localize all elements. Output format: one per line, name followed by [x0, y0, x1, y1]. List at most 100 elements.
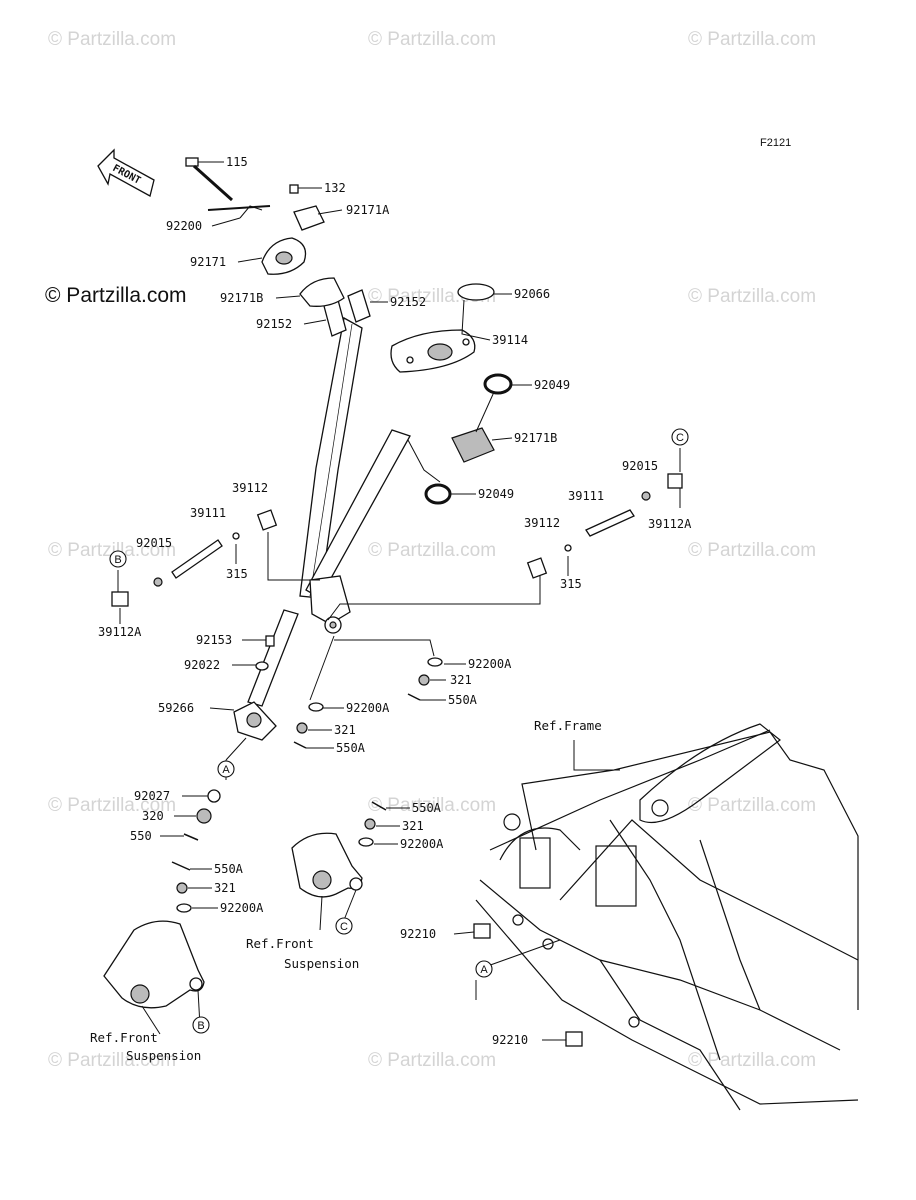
- cap-92066: [457, 283, 495, 301]
- label-92171: 92171: [190, 255, 226, 269]
- label-92200A-2: 92200A: [346, 701, 390, 715]
- washer-92200A-1: [427, 657, 443, 667]
- label-92200A-1: 92200A: [468, 657, 512, 671]
- watermark-1: © Partzilla.com: [48, 29, 176, 50]
- nut-320: [196, 808, 212, 824]
- label-39111-right: 39111: [568, 489, 604, 503]
- watermark-12: © Partzilla.com: [688, 795, 816, 816]
- knuckle-b: [103, 920, 205, 1009]
- ref-front-suspension-1-line1: Ref.Front: [246, 936, 314, 951]
- pin-550: [183, 833, 199, 841]
- bearing-housing-59266: [233, 701, 277, 741]
- callout-a-1-label: A: [222, 764, 230, 776]
- label-321-3: 321: [214, 881, 236, 895]
- label-92200: 92200: [166, 219, 202, 233]
- nut-92015-left: [153, 577, 163, 587]
- ref-frame: Ref.Frame: [534, 718, 602, 733]
- tie-rod-right-39111: [585, 509, 635, 537]
- label-92171B-right: 92171B: [514, 431, 557, 445]
- watermark-2: © Partzilla.com: [368, 29, 496, 50]
- label-92152-left: 92152: [256, 317, 292, 331]
- label-550A-2: 550A: [336, 741, 366, 755]
- label-92210-2: 92210: [492, 1033, 528, 1047]
- callout-b-1-label: B: [114, 554, 121, 566]
- washer-92022: [255, 661, 269, 671]
- label-39112-right: 39112: [524, 516, 560, 530]
- label-92171A: 92171A: [346, 203, 390, 217]
- label-92049-top: 92049: [534, 378, 570, 392]
- label-315-right: 315: [560, 577, 582, 591]
- label-321-1: 321: [450, 673, 472, 687]
- ref-front-suspension-2-line2: Suspension: [126, 1048, 201, 1063]
- watermark-11: © Partzilla.com: [368, 795, 496, 816]
- ref-front-suspension-1-line2: Suspension: [284, 956, 359, 971]
- tie-rod-end-39112-left: [256, 509, 278, 531]
- bracket-92210-1: [473, 923, 491, 939]
- pin-550A-3: [171, 861, 191, 871]
- label-321-4: 321: [402, 819, 424, 833]
- callout-circles: A A B B C C: [109, 428, 689, 1034]
- watermark-8: © Partzilla.com: [368, 540, 496, 561]
- label-92153: 92153: [196, 633, 232, 647]
- callout-b-2-label: B: [197, 1020, 204, 1032]
- shaft-yoke: [309, 575, 351, 625]
- label-92171B-left: 92171B: [220, 291, 263, 305]
- oring-92049-bottom: [424, 483, 452, 505]
- callout-a-2-label: A: [480, 964, 488, 976]
- watermark-14: © Partzilla.com: [368, 1050, 496, 1071]
- watermark-main: © Partzilla.com: [45, 284, 187, 307]
- label-550A-4: 550A: [412, 801, 442, 815]
- label-39112A-left: 39112A: [98, 625, 142, 639]
- callout-b-1: [109, 550, 127, 568]
- part-labels: 115 132 92171A 92200 92171 92171B 92152 …: [98, 155, 692, 1047]
- reference-labels: Ref.Frame Ref.Front Suspension Ref.Front…: [90, 718, 602, 1063]
- washer-92200A-3: [176, 903, 192, 913]
- tie-rod-left-39111: [171, 539, 223, 579]
- watermark-7: © Partzilla.com: [48, 540, 176, 561]
- clamp-92171B-lower: [451, 427, 495, 463]
- tie-rod-end-39112A-left: [111, 591, 129, 607]
- leader-lines: [117, 161, 681, 1041]
- watermark-13: © Partzilla.com: [48, 1050, 176, 1071]
- label-550A-3: 550A: [214, 862, 244, 876]
- label-92066: 92066: [514, 287, 550, 301]
- nut-321-4: [364, 818, 376, 830]
- label-92027: 92027: [134, 789, 170, 803]
- bracket-92210-2: [565, 1031, 583, 1047]
- label-92049-bottom: 92049: [478, 487, 514, 501]
- label-92015-right: 92015: [622, 459, 658, 473]
- label-39114: 39114: [492, 333, 528, 347]
- washer-315-left: [232, 532, 240, 540]
- label-115: 115: [226, 155, 248, 169]
- watermarks: © Partzilla.com © Partzilla.com © Partzi…: [45, 29, 816, 1071]
- tie-rod-end-39112A-right: [667, 473, 683, 489]
- pin-550A-2: [293, 741, 307, 749]
- callout-c-1-label: C: [676, 432, 684, 444]
- watermark-3: © Partzilla.com: [688, 29, 816, 50]
- label-39112A-right: 39112A: [648, 517, 692, 531]
- bolt-92153: [265, 635, 275, 647]
- front-arrow-icon: FRONT: [97, 148, 155, 197]
- bolt-132: [289, 184, 299, 194]
- watermark-10: © Partzilla.com: [48, 795, 176, 816]
- washer-92200A-2: [308, 702, 324, 712]
- pin-550A-4: [371, 801, 387, 811]
- upper-bracket-39114: [390, 329, 476, 373]
- label-92022: 92022: [184, 658, 220, 672]
- label-320: 320: [142, 809, 164, 823]
- label-92152-right: 92152: [390, 295, 426, 309]
- callout-a-2: [475, 960, 493, 978]
- watermark-15: © Partzilla.com: [688, 1050, 816, 1071]
- callout-c-2: [335, 917, 353, 935]
- washer-92200A-4: [358, 837, 374, 847]
- callout-b-2: [192, 1016, 210, 1034]
- nut-321-1: [418, 674, 430, 686]
- nut-321-2: [296, 722, 308, 734]
- clamp-92171A: [293, 205, 325, 231]
- vehicle-frame: [475, 723, 859, 1111]
- label-321-2: 321: [334, 723, 356, 737]
- pin-550A-1: [407, 693, 421, 701]
- tie-rod-end-39112-right: [526, 557, 548, 579]
- label-315-left: 315: [226, 567, 248, 581]
- steering-shaft: [247, 316, 411, 707]
